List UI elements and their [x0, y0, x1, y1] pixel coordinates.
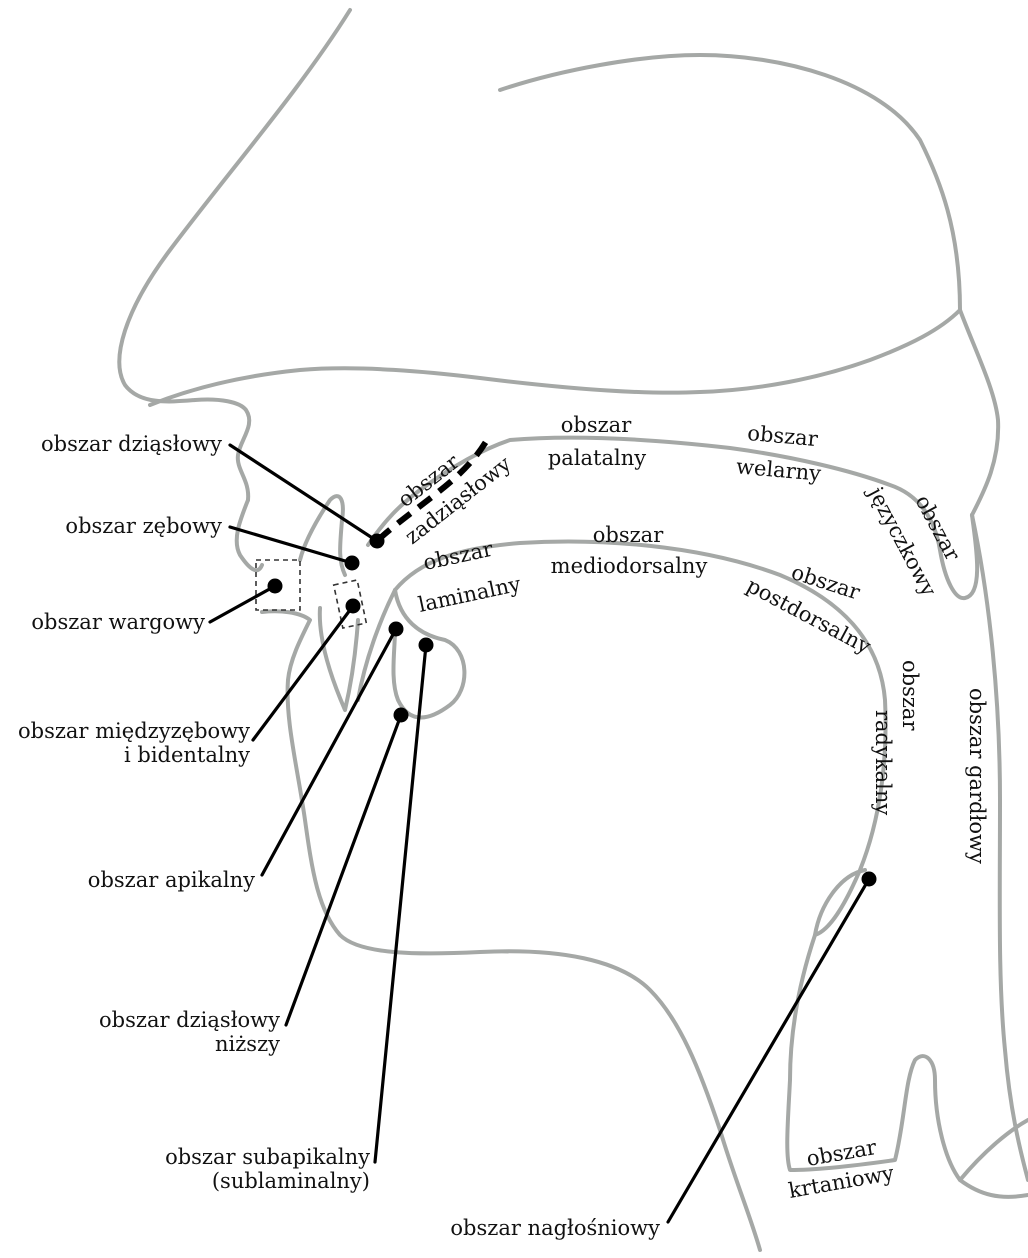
label-mediodorsalny-1: obszar — [593, 523, 664, 547]
label-radykalny-1: obszar — [898, 660, 922, 731]
label-subapikalny-1: obszar subapikalny — [165, 1145, 370, 1169]
point-dziaslowy-nizszy — [394, 708, 409, 723]
point-apikalny — [389, 622, 404, 637]
leader-subapikalny — [375, 645, 426, 1162]
point-naglosniowy — [862, 872, 877, 887]
point-subapikalny — [419, 638, 434, 653]
label-welarny-1: obszar — [746, 421, 819, 451]
label-laminalny-1: obszar — [421, 537, 496, 575]
leader-zebowy — [230, 527, 352, 563]
leader-miedzyzebowy — [253, 606, 353, 740]
label-palatalny-1: obszar — [561, 413, 632, 437]
label-apikalny: obszar apikalny — [88, 868, 255, 892]
label-wargowy: obszar wargowy — [31, 610, 205, 634]
leader-wargowy — [210, 586, 275, 622]
label-welarny-2: welarny — [735, 454, 822, 485]
nose-outline — [119, 10, 350, 401]
label-miedzyzebowy-1: obszar międzyzębowy — [18, 719, 250, 743]
label-radykalny-2: radykalny — [871, 710, 895, 815]
point-zebowy — [345, 556, 360, 571]
label-dziaslowy-nizszy-1: obszar dziąsłowy — [99, 1008, 280, 1032]
label-dziaslowy: obszar dziąsłowy — [41, 432, 222, 456]
point-dziaslowy — [370, 534, 385, 549]
nasal-cavity-outline — [150, 55, 960, 405]
label-gardlowy: obszar gardłowy — [965, 688, 989, 864]
label-subapikalny-2: (sublaminalny) — [212, 1169, 370, 1193]
label-mediodorsalny-2: mediodorsalny — [551, 554, 708, 578]
leader-dziaslowy-nizszy — [286, 715, 401, 1025]
label-dziaslowy-nizszy-2: niższy — [215, 1032, 280, 1056]
label-laminalny-2: laminalny — [416, 572, 523, 617]
leader-dziaslowy — [230, 445, 377, 541]
nasopharynx-outline — [960, 310, 998, 515]
point-miedzyzebowy — [346, 599, 361, 614]
upper-teeth-outline — [300, 496, 345, 575]
label-zebowy: obszar zębowy — [65, 514, 222, 538]
point-wargowy — [268, 579, 283, 594]
label-naglosniowy: obszar nagłośniowy — [450, 1216, 660, 1240]
label-palatalny-2: palatalny — [548, 446, 646, 470]
label-miedzyzebowy-2: i bidentalny — [124, 743, 250, 767]
